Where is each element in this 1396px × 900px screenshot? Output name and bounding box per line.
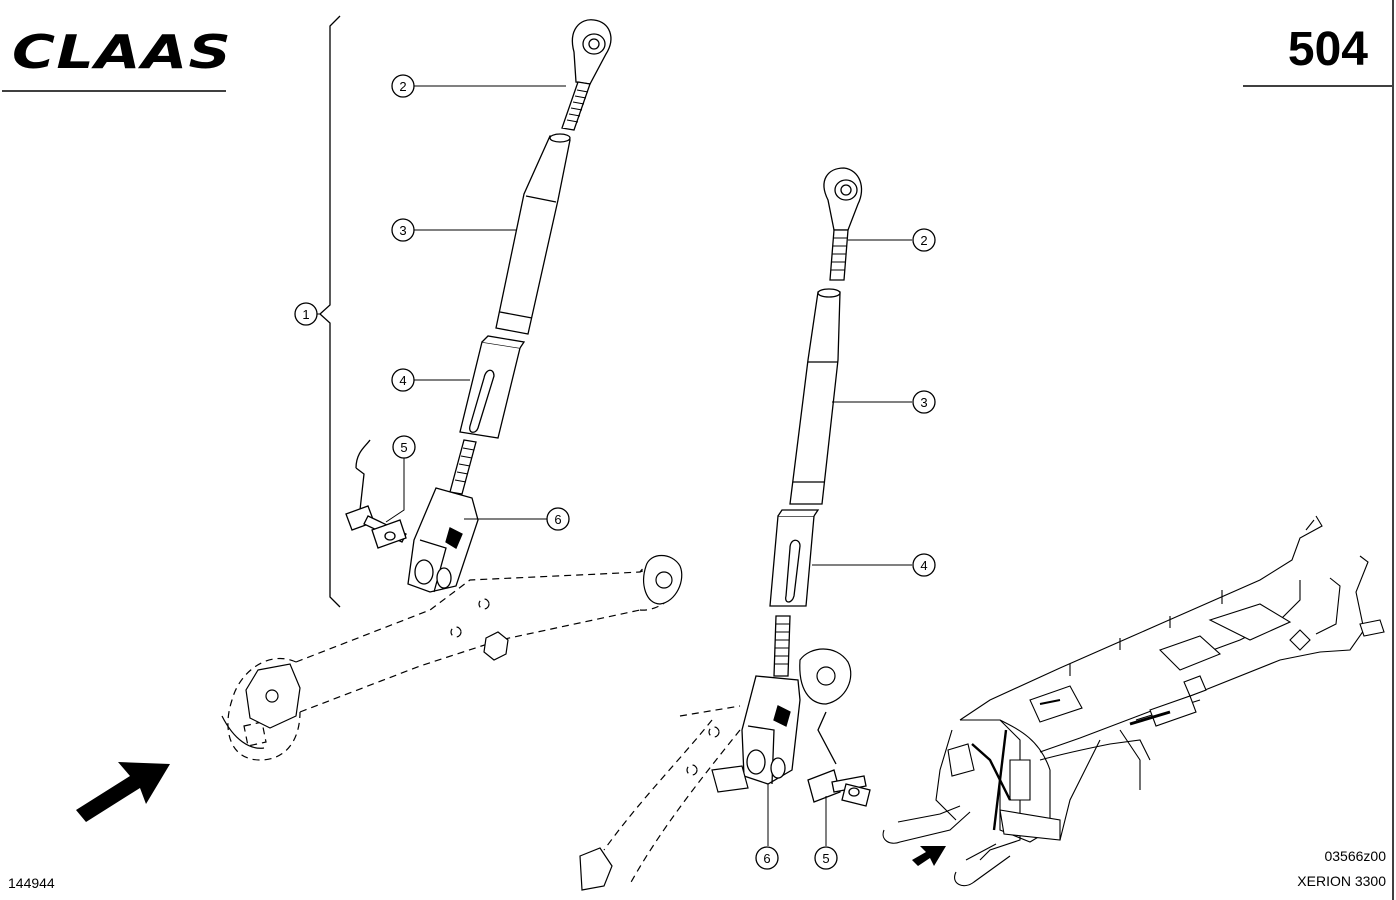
callout-5-left: 5	[392, 435, 416, 459]
callout-3-left: 3	[391, 218, 415, 242]
claas-logo: CLAAS	[12, 25, 232, 79]
left-pin-chain	[355, 439, 371, 511]
svg-text:3: 3	[399, 223, 406, 238]
group-bracket	[319, 15, 341, 608]
drawing-reference: 03566z00	[1324, 848, 1386, 864]
page-number: 504	[1288, 23, 1368, 76]
svg-text:4: 4	[399, 373, 406, 388]
left-top-link-assembly	[345, 19, 612, 593]
svg-text:1: 1	[302, 307, 309, 322]
leader-lines	[385, 85, 912, 846]
center-pin-chain	[817, 711, 837, 765]
center-mount-bracket	[579, 648, 852, 891]
callout-2-left: 2	[391, 74, 415, 98]
callout-6-left: 6	[546, 507, 570, 531]
document-number: 144944	[8, 875, 55, 891]
center-lower-thread	[773, 615, 791, 677]
right-direction-arrow	[912, 846, 946, 866]
left-arm-hardware	[221, 554, 683, 749]
left-direction-arrow	[76, 762, 170, 822]
left-eye-thread	[561, 81, 591, 131]
callout-4-left: 4	[391, 368, 415, 392]
svg-text:2: 2	[399, 79, 406, 94]
callout-5-center: 5	[814, 846, 838, 870]
left-lower-arm-ghost	[227, 559, 681, 761]
callout-6-center: 6	[755, 846, 779, 870]
model-name: XERION 3300	[1297, 873, 1386, 889]
center-top-link-assembly	[741, 167, 871, 807]
svg-text:4: 4	[920, 558, 927, 573]
callout-2-center: 2	[912, 228, 936, 252]
tractor-frame-overview	[882, 515, 1385, 887]
callout-4-center: 4	[912, 553, 936, 577]
center-eye-thread	[829, 229, 849, 281]
center-lower-arm-ghost	[603, 705, 741, 885]
callout-1: 1	[294, 302, 318, 326]
center-tube	[789, 291, 841, 505]
svg-text:5: 5	[822, 851, 829, 866]
callout-3-center: 3	[912, 390, 936, 414]
svg-text:5: 5	[400, 440, 407, 455]
top-link-highlight	[971, 729, 1012, 831]
svg-text:6: 6	[763, 851, 770, 866]
svg-text:6: 6	[554, 512, 561, 527]
svg-text:2: 2	[920, 233, 927, 248]
svg-text:3: 3	[920, 395, 927, 410]
left-tube	[495, 135, 571, 335]
center-sleeve	[769, 515, 815, 607]
